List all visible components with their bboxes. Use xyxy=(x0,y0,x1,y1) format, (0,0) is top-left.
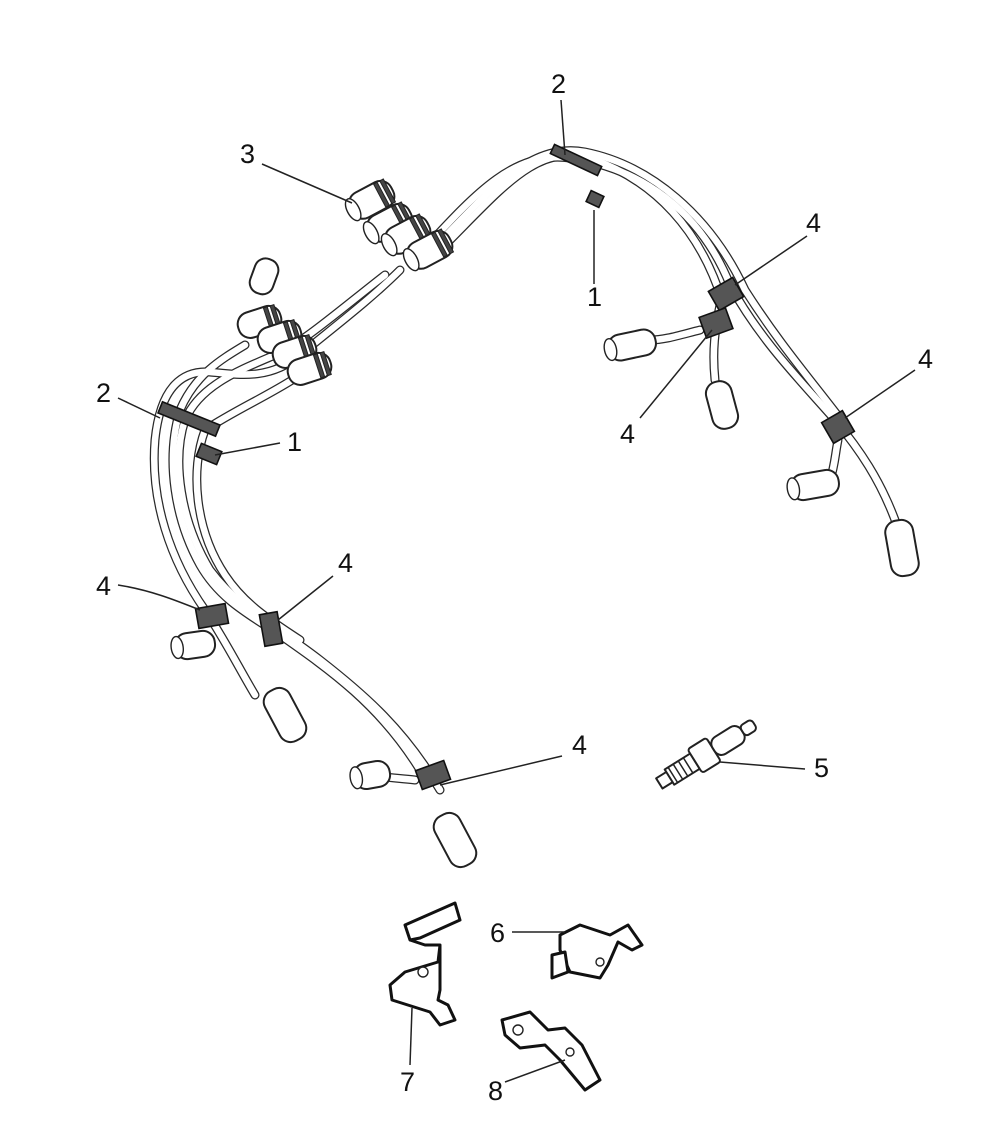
callout-1-top: 1 xyxy=(587,282,602,312)
separator-clip xyxy=(707,276,745,312)
plug-boot xyxy=(432,811,478,869)
holder-comb xyxy=(156,400,222,438)
plug-boot xyxy=(170,629,217,661)
callout-5: 5 xyxy=(814,753,829,783)
holder-comb xyxy=(195,442,223,466)
coil-boots-left xyxy=(236,257,333,386)
callout-6: 6 xyxy=(490,918,505,948)
ignition-wire-harness xyxy=(149,143,920,869)
leader-lines xyxy=(117,99,916,1083)
callout-4-right-mid: 4 xyxy=(620,419,635,449)
plug-boot xyxy=(603,328,657,362)
coil-boots-upper xyxy=(344,178,455,272)
callout-numbers: 3 2 1 4 4 4 2 1 4 4 4 5 6 7 8 xyxy=(96,69,933,1106)
harness-wire-bundle xyxy=(149,146,900,795)
callout-3: 3 xyxy=(240,139,255,169)
callout-4-center: 4 xyxy=(338,548,353,578)
plug-boot xyxy=(786,468,840,502)
bracket-6 xyxy=(550,923,644,980)
separator-clip xyxy=(258,610,284,648)
wire-holder-combs xyxy=(156,143,605,466)
separator-clip xyxy=(698,306,734,340)
callout-7: 7 xyxy=(400,1067,415,1097)
separator-clip xyxy=(194,602,230,630)
separator-clip xyxy=(820,409,856,445)
callout-2-top: 2 xyxy=(551,69,566,99)
coil-boot xyxy=(402,228,455,272)
spark-plug xyxy=(655,719,757,790)
plug-boots xyxy=(170,328,920,869)
coil-boot-angled xyxy=(248,257,280,296)
callout-4-far-right: 4 xyxy=(918,344,933,374)
callout-4-bottom: 4 xyxy=(572,730,587,760)
plug-boot xyxy=(349,759,392,791)
callout-4-right-upper: 4 xyxy=(806,208,821,238)
bracket-8 xyxy=(500,1010,602,1092)
separator-clip xyxy=(414,759,452,791)
holder-comb xyxy=(585,189,605,209)
plug-boot xyxy=(262,686,308,744)
holder-comb xyxy=(549,143,603,177)
callout-4-left: 4 xyxy=(96,571,111,601)
callout-8: 8 xyxy=(488,1076,503,1106)
callout-2-left: 2 xyxy=(96,378,111,408)
plug-boot xyxy=(704,380,740,430)
wire-separator-clips xyxy=(194,276,856,791)
bracket-7 xyxy=(388,901,462,1027)
callout-1-left: 1 xyxy=(287,427,302,457)
coil-boot xyxy=(286,350,333,386)
plug-boot xyxy=(884,518,920,578)
